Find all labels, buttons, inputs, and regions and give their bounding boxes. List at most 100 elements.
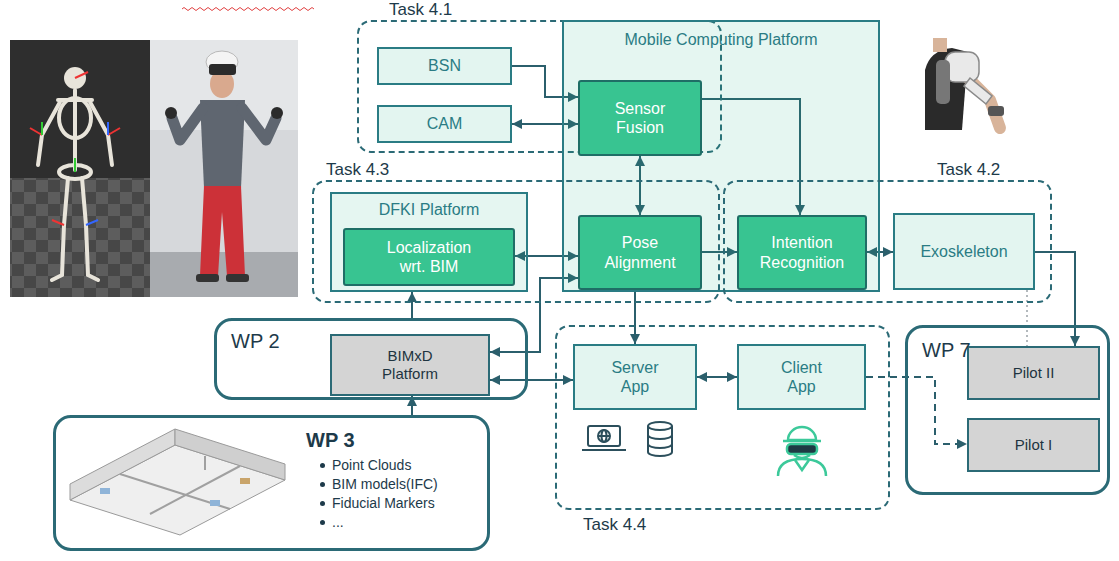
person-photo-part	[200, 186, 245, 276]
app-box: Server App	[573, 344, 697, 410]
skeleton-render-part	[10, 178, 150, 297]
worker-vr-icon-part	[783, 440, 821, 443]
laptop-icon	[582, 426, 626, 450]
database-icon-part	[648, 426, 672, 456]
floor-plan-part	[210, 500, 220, 506]
platform-title: Mobile Computing Platform	[564, 30, 878, 49]
laptop-icon-part	[602, 430, 607, 442]
person-photo-part	[150, 252, 298, 297]
person-photo-part	[165, 107, 177, 119]
skeleton-render-part-part	[108, 128, 120, 135]
database-icon-part	[648, 422, 672, 430]
connector	[866, 377, 967, 444]
laptop-icon-part	[588, 426, 620, 446]
connector	[634, 290, 636, 344]
pilot-box: Pilot II	[967, 346, 1100, 400]
box-label: Pilot I	[1015, 436, 1053, 454]
skeleton-render-part-part	[86, 220, 98, 225]
person-photo-part	[242, 108, 276, 140]
component-box: Exoskeleton	[893, 213, 1035, 290]
worker-vr-icon-part	[788, 427, 816, 440]
bullet-item: ...	[318, 513, 487, 532]
task-label: Task 4.4	[583, 515, 914, 535]
connector	[697, 376, 737, 378]
module-box: Pose Alignment	[578, 215, 702, 290]
exoskeleton-photo-part	[945, 52, 979, 82]
task-label: Task 4.1	[389, 0, 750, 20]
module-box: Localization wrt. BIM	[343, 228, 515, 286]
bullet-item: Point Clouds	[318, 456, 487, 475]
exoskeleton-photo-part	[936, 60, 950, 104]
connector	[1035, 252, 1075, 346]
spell-squiggle	[182, 8, 314, 11]
exoskeleton-photo-part	[933, 38, 947, 52]
skeleton-render-part-part	[41, 122, 43, 135]
skeleton-render-part-part	[90, 102, 112, 165]
connector	[411, 292, 413, 318]
floor-plan-part	[150, 466, 240, 514]
work-package: WP 3Point CloudsBIM models(IFC)Fiducial …	[53, 415, 490, 551]
task-region: Task 4.4Server AppClient App	[555, 325, 890, 510]
task-label: Task 4.2	[937, 160, 1119, 180]
person-photo-part	[209, 64, 236, 75]
worker-vr-icon-part	[794, 455, 810, 458]
skeleton-render-part-part	[107, 122, 109, 135]
person-photo-part	[150, 40, 298, 297]
skeleton-render-part	[10, 40, 150, 297]
floor-plan-part	[240, 478, 250, 484]
database-icon-part	[648, 444, 672, 448]
wp-label: WP 2	[231, 329, 525, 353]
box-label: Pose Alignment	[595, 233, 685, 271]
pilot-box: Pilot I	[967, 418, 1100, 472]
laptop-icon-part	[598, 435, 610, 437]
platform-box: DFKI PlatformLocalization wrt. BIM	[330, 192, 528, 292]
database-icon	[648, 422, 672, 456]
floor-plan-part	[70, 429, 175, 500]
box-label: Exoskeleton	[920, 242, 1007, 261]
floor-plan-part	[100, 488, 110, 494]
skeleton-render-part	[30, 72, 120, 225]
box-label: Localization wrt. BIM	[374, 238, 484, 276]
component-box: BSN	[377, 47, 512, 85]
task-region: Task 4.3DFKI PlatformLocalization wrt. B…	[312, 180, 720, 303]
skeleton-render-part-part	[52, 178, 68, 280]
exoskeleton-photo-part	[988, 106, 1004, 116]
skeleton-render	[10, 40, 150, 297]
worker-vr-icon-part	[778, 459, 826, 476]
box-label: Sensor Fusion	[595, 99, 685, 137]
wp-label: WP 7	[922, 338, 1107, 362]
skeleton-render-part-part	[59, 98, 91, 138]
connector	[490, 379, 573, 381]
laptop-icon-part	[582, 449, 626, 451]
person-photo-part	[200, 100, 245, 188]
app-box: Client App	[737, 344, 866, 410]
exoskeleton-photo-part	[962, 72, 1000, 128]
skeleton-render-part	[38, 90, 112, 280]
exoskeleton-photo-part	[964, 78, 992, 104]
database-icon-part	[648, 435, 672, 439]
box-label: CAM	[427, 114, 463, 133]
skeleton-render-part-part	[74, 158, 76, 172]
person-photo-part	[271, 107, 283, 119]
box-label: Client App	[767, 358, 837, 396]
task-label: Task 4.3	[326, 160, 730, 180]
box-label: Pilot II	[1013, 364, 1055, 382]
skeleton-render-part-part	[82, 178, 98, 280]
skeleton-render-part-part	[30, 128, 42, 135]
skeleton-render-part-part	[52, 220, 64, 225]
skeleton-render-part-part	[75, 72, 88, 78]
work-package: WP 7 Pilot II Pilot I	[905, 325, 1110, 495]
connector	[1026, 290, 1028, 346]
platform-title: DFKI Platform	[332, 200, 526, 219]
exoskeleton-photo	[925, 38, 1004, 130]
wp-label: WP 3	[306, 428, 487, 452]
component-box: CAM	[377, 105, 512, 143]
work-package: WP 2BIMxD Platform	[214, 318, 528, 400]
person-photo-part	[196, 274, 219, 282]
person-photo-part	[226, 274, 249, 282]
skeleton-render-part-part	[38, 102, 60, 165]
box-label: Intention Recognition	[752, 233, 852, 271]
platform-box: BIMxD Platform	[330, 334, 490, 396]
box-label: Server App	[600, 358, 670, 396]
